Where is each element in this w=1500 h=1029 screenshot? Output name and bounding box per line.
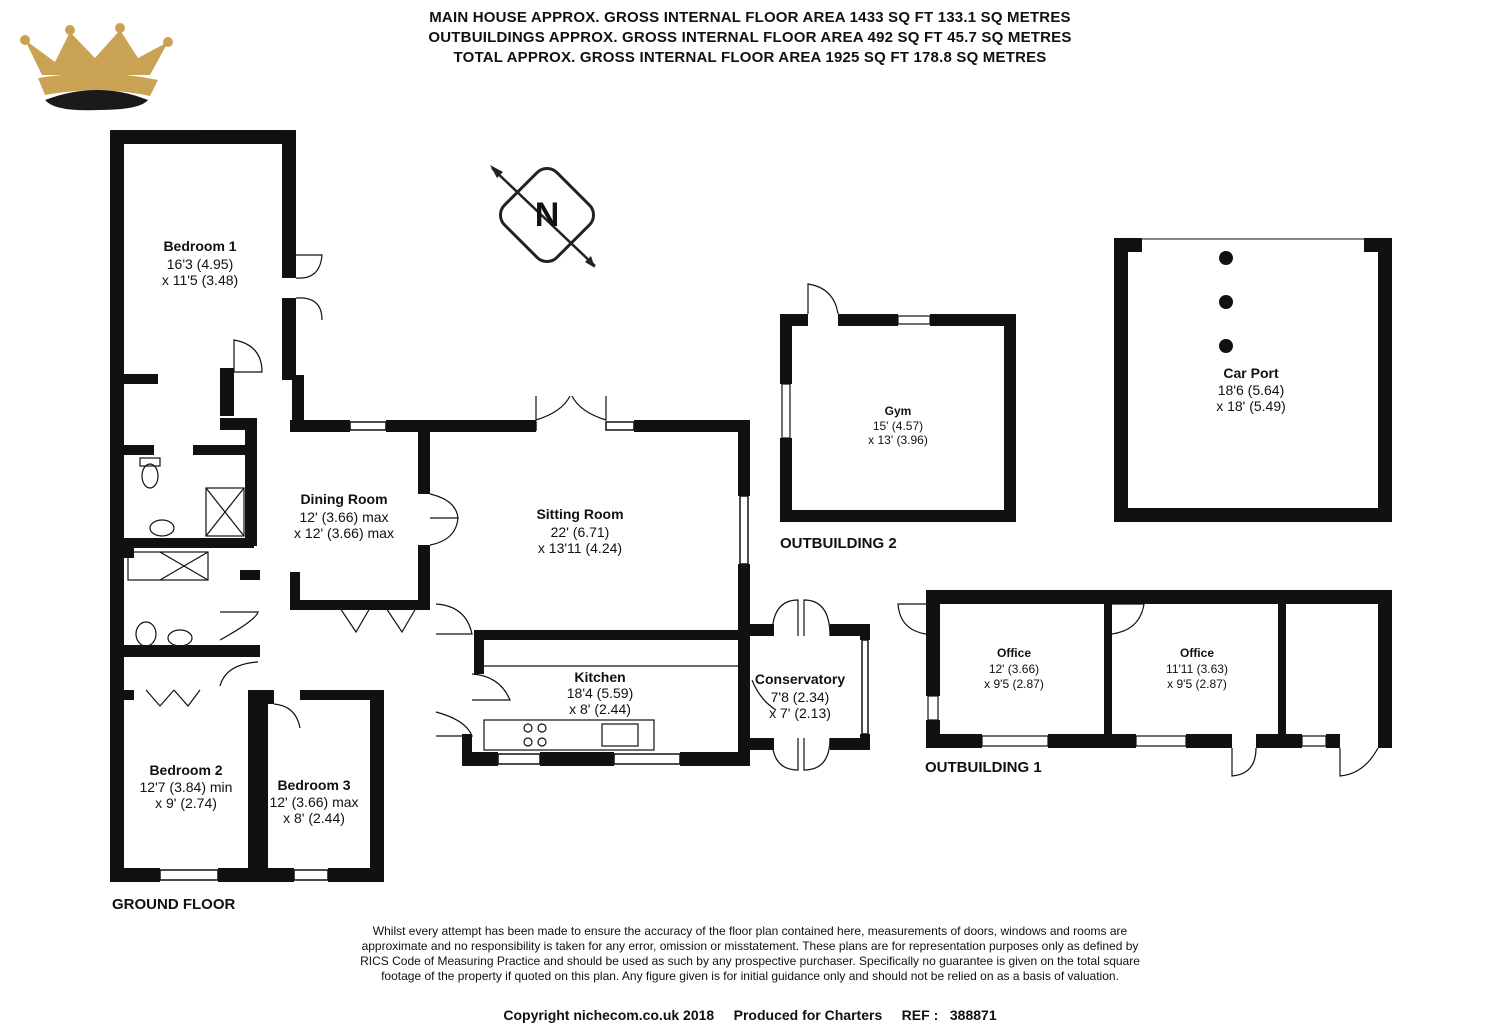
main-house-walls bbox=[110, 130, 870, 882]
copyright-text: Copyright nichecom.co.uk 2018 Produced f… bbox=[503, 1007, 997, 1023]
bedroom2-dim1: 12'7 (3.84) min bbox=[140, 779, 233, 795]
bedroom1-dim1: 16'3 (4.95) bbox=[167, 256, 234, 272]
office1-dim1: 12' (3.66) bbox=[989, 662, 1039, 676]
gym-walls bbox=[780, 314, 1016, 522]
room-labels: Bedroom 1 16'3 (4.95) x 11'5 (3.48) Dini… bbox=[140, 238, 1286, 826]
carport-dim2: x 18' (5.49) bbox=[1216, 398, 1286, 414]
compass-letter: N bbox=[535, 196, 560, 234]
ground-floor-label: GROUND FLOOR bbox=[112, 896, 235, 913]
outbuilding1-label: OUTBUILDING 1 bbox=[925, 759, 1042, 776]
bedroom2-name: Bedroom 2 bbox=[149, 762, 222, 778]
carport-dim1: 18'6 (5.64) bbox=[1218, 382, 1285, 398]
dining-dim1: 12' (3.66) max bbox=[299, 509, 388, 525]
dining-name: Dining Room bbox=[300, 491, 387, 507]
sitting-dim2: x 13'11 (4.24) bbox=[538, 540, 622, 556]
office1-name: Office bbox=[997, 646, 1031, 660]
fixtures bbox=[127, 457, 738, 751]
gym-name: Gym bbox=[885, 404, 912, 418]
bedroom1-name: Bedroom 1 bbox=[163, 238, 236, 254]
bedroom2-dim2: x 9' (2.74) bbox=[155, 795, 217, 811]
conservatory-dim2: x 7' (2.13) bbox=[769, 705, 831, 721]
disclaimer-text: Whilst every attempt has been made to en… bbox=[360, 924, 1140, 983]
sitting-dim1: 22' (6.71) bbox=[551, 524, 610, 540]
carport-name: Car Port bbox=[1223, 365, 1279, 381]
gym-dim1: 15' (4.57) bbox=[873, 419, 923, 433]
kitchen-dim2: x 8' (2.44) bbox=[569, 701, 631, 717]
windows bbox=[111, 131, 869, 881]
office1-dim2: x 9'5 (2.87) bbox=[984, 677, 1044, 691]
floor-area-main-house: MAIN HOUSE APPROX. GROSS INTERNAL FLOOR … bbox=[429, 9, 1071, 26]
crown-icon bbox=[20, 23, 173, 111]
sitting-name: Sitting Room bbox=[536, 506, 623, 522]
bedroom1-dim2: x 11'5 (3.48) bbox=[162, 272, 238, 288]
floor-area-total: TOTAL APPROX. GROSS INTERNAL FLOOR AREA … bbox=[453, 49, 1047, 66]
floor-area-outbuildings: OUTBUILDINGS APPROX. GROSS INTERNAL FLOO… bbox=[428, 29, 1072, 46]
gym-dim2: x 13' (3.96) bbox=[868, 433, 928, 447]
conservatory-name: Conservatory bbox=[755, 671, 845, 687]
bedroom3-dim1: 12' (3.66) max bbox=[269, 794, 358, 810]
outbuilding1-walls bbox=[926, 590, 1392, 748]
kitchen-dim1: 18'4 (5.59) bbox=[567, 685, 634, 701]
office2-name: Office bbox=[1180, 646, 1214, 660]
office2-dim1: 11'11 (3.63) bbox=[1166, 662, 1228, 676]
north-compass-icon: N bbox=[490, 165, 596, 268]
conservatory-dim1: 7'8 (2.34) bbox=[771, 689, 830, 705]
dining-dim2: x 12' (3.66) max bbox=[294, 525, 394, 541]
kitchen-name: Kitchen bbox=[574, 669, 625, 685]
bedroom3-dim2: x 8' (2.44) bbox=[283, 810, 345, 826]
carport-walls bbox=[1114, 238, 1392, 522]
door-swings bbox=[145, 254, 831, 771]
office2-dim2: x 9'5 (2.87) bbox=[1167, 677, 1227, 691]
outbuilding2-label: OUTBUILDING 2 bbox=[780, 535, 897, 552]
bedroom3-name: Bedroom 3 bbox=[277, 777, 350, 793]
